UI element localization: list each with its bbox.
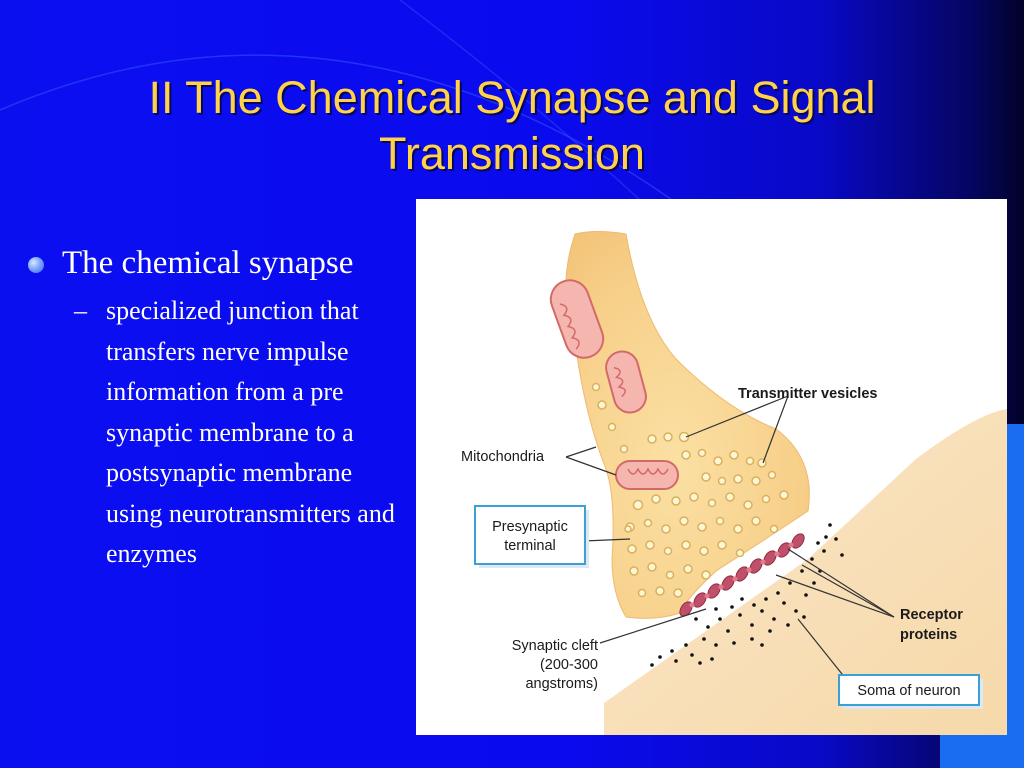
synapse-diagram: Transmitter vesicles Mitochondria Presyn…	[461, 231, 1007, 735]
bullet-text: The chemical synapse	[62, 245, 354, 281]
postsynaptic-soma	[604, 409, 1007, 735]
presynaptic-terminal	[565, 231, 810, 619]
label-presynaptic-line-2: terminal	[504, 538, 556, 554]
callout-lines	[565, 395, 895, 680]
sub-bullet-dash: –	[74, 296, 87, 325]
label-soma: Soma of neuron	[857, 683, 960, 699]
label-cleft-line-2: (200-300	[540, 657, 598, 673]
transmitter-vesicles	[591, 382, 789, 598]
body-text: The chemical synapse – specialized junct…	[22, 240, 402, 575]
callout-soma: Soma of neuron	[838, 674, 983, 709]
callout-presynaptic-terminal: Presynaptic terminal	[474, 505, 589, 568]
label-mitochondria: Mitochondria	[461, 449, 545, 465]
label-transmitter-vesicles: Transmitter vesicles	[738, 386, 877, 402]
label-receptor-line-2: proteins	[900, 627, 957, 643]
sub-bullet-item: – specialized junction that transfers ne…	[22, 291, 402, 575]
bullet-item: The chemical synapse	[22, 240, 402, 287]
receptor-proteins	[679, 533, 805, 617]
label-cleft-line-3: angstroms)	[525, 676, 598, 692]
label-receptor-line-1: Receptor	[900, 607, 963, 623]
label-presynaptic-line-1: Presynaptic	[492, 519, 568, 535]
sub-bullet-text: specialized junction that transfers nerv…	[106, 296, 395, 568]
bullet-dot-icon	[28, 257, 44, 273]
synapse-figure: Transmitter vesicles Mitochondria Presyn…	[416, 199, 1007, 735]
cleft-edge-dots	[689, 542, 794, 608]
slide-title: II The Chemical Synapse and Signal Trans…	[40, 70, 984, 182]
mitochondrion-2	[605, 350, 647, 414]
title-line-1: II The Chemical Synapse and Signal	[148, 72, 876, 123]
title-line-2: Transmission	[379, 128, 645, 179]
mitochondrion-3	[615, 460, 679, 490]
mitochondrion-1	[549, 279, 605, 359]
label-cleft-line-1: Synaptic cleft	[512, 638, 598, 654]
neurotransmitter-molecules	[650, 523, 844, 667]
